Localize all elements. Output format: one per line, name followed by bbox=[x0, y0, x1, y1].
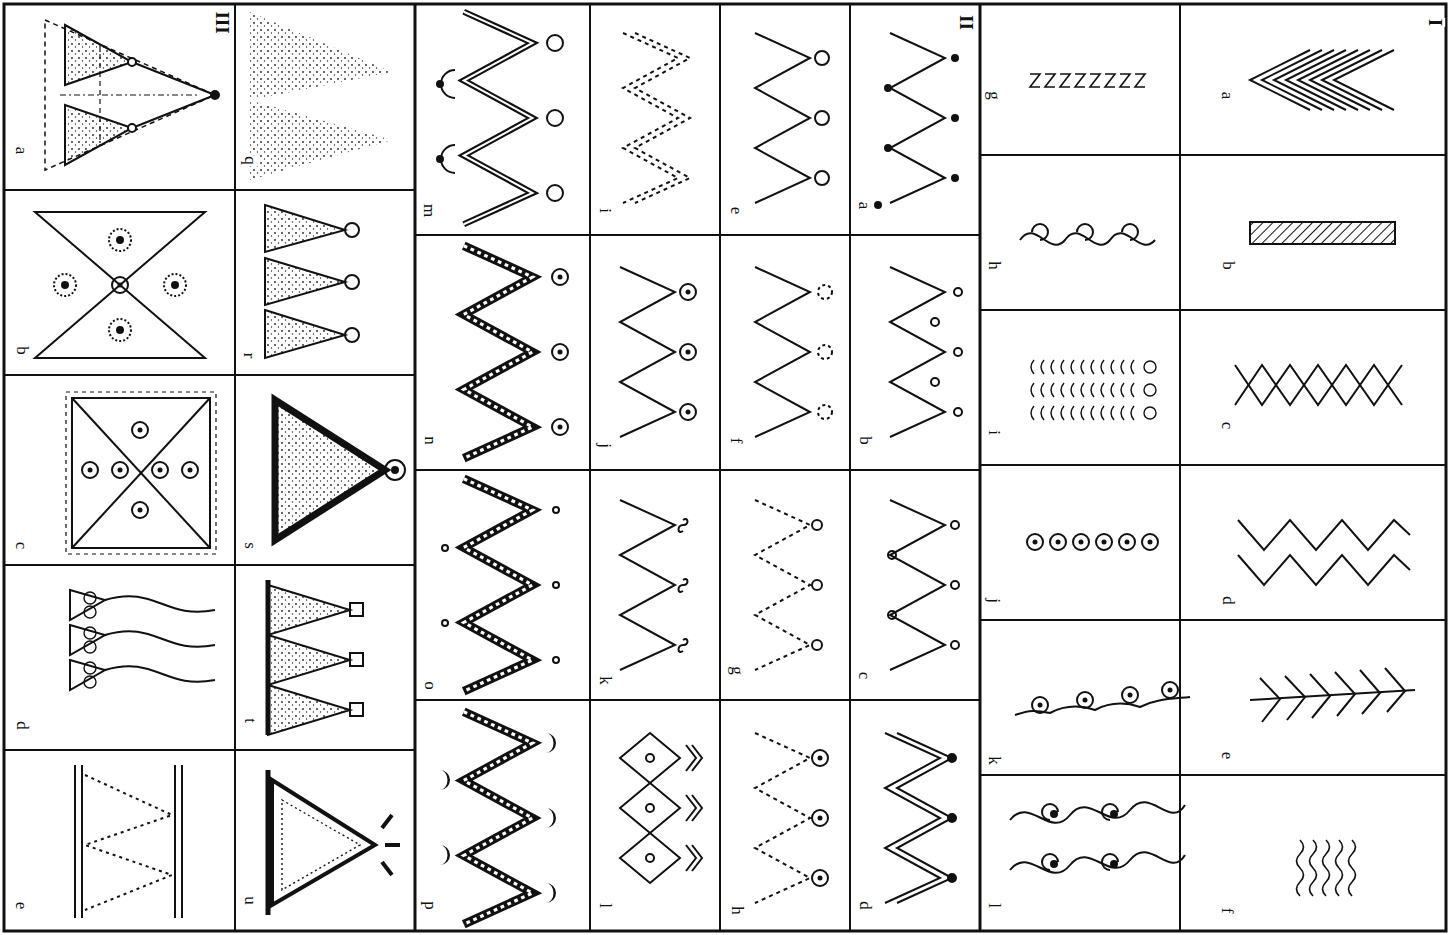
figure-letter: s bbox=[242, 541, 259, 550]
figure-letter: c bbox=[13, 540, 30, 550]
figure-letter: m bbox=[421, 202, 438, 217]
figure-letter: c bbox=[856, 670, 873, 680]
panel-number: III bbox=[213, 10, 232, 34]
figure-letter: q bbox=[242, 155, 259, 166]
figure-letter: g bbox=[729, 665, 746, 676]
panel-number: II bbox=[956, 14, 975, 31]
figure-letter: l bbox=[596, 902, 613, 909]
figure-letter: f bbox=[1219, 906, 1236, 914]
figure-letter: t bbox=[241, 717, 258, 724]
figure-letter: h bbox=[986, 260, 1003, 271]
figure-letter: o bbox=[422, 680, 439, 691]
panel-number: I bbox=[1427, 17, 1446, 26]
figure-letter: b bbox=[14, 345, 31, 356]
figure-letter: u bbox=[242, 895, 259, 906]
figure-letter: a bbox=[1219, 90, 1236, 100]
figure-letter: c bbox=[1219, 420, 1236, 430]
figure-letter: e bbox=[13, 900, 30, 910]
figure-letter: h bbox=[729, 905, 746, 916]
figure-letter: k bbox=[986, 755, 1003, 766]
figure-letter: k bbox=[597, 675, 614, 686]
figure-letter: p bbox=[422, 900, 439, 911]
figure-letter: a bbox=[856, 200, 873, 210]
figure-letter: i bbox=[596, 207, 613, 214]
figure-letter: d bbox=[857, 900, 874, 911]
figure-letter: a bbox=[13, 145, 30, 155]
figure-letter: r bbox=[241, 351, 258, 359]
figure-letter: j bbox=[596, 442, 613, 449]
figure-letter: e bbox=[1219, 750, 1236, 760]
figure-letter: b bbox=[857, 435, 874, 446]
figure-letter: i bbox=[985, 429, 1002, 436]
figure-letter: d bbox=[14, 720, 31, 731]
figure-letter: g bbox=[986, 90, 1003, 101]
figure-letter: e bbox=[728, 205, 745, 215]
figure-letter: n bbox=[422, 435, 439, 446]
figure-letter: b bbox=[1220, 260, 1237, 271]
figure-letter: j bbox=[985, 597, 1002, 604]
figure-letter: l bbox=[985, 902, 1002, 909]
figure-letter: d bbox=[1220, 595, 1237, 606]
figure-letter: f bbox=[728, 436, 745, 444]
